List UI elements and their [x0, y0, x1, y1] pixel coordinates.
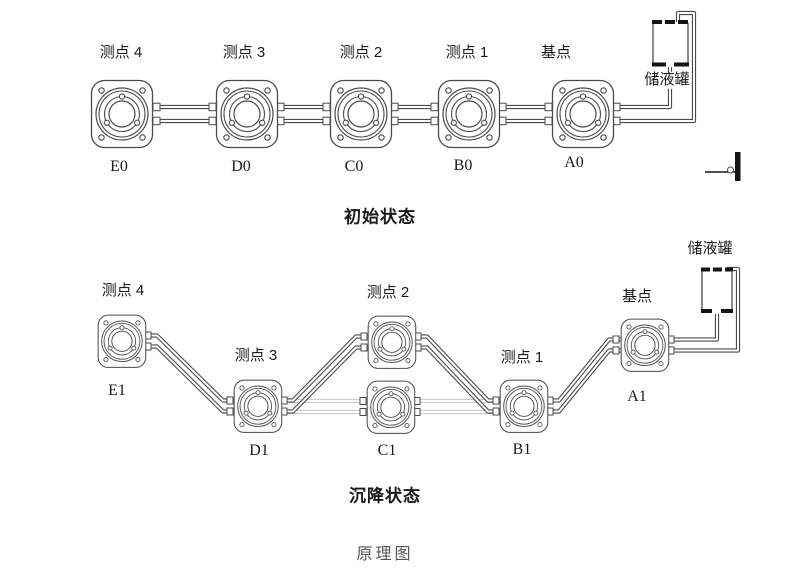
settled-point-2-code: C1 [375, 442, 399, 460]
settled-base-point-code: A1 [625, 388, 649, 406]
sensor-icon-d1 [233, 379, 283, 433]
tube-ports [144, 331, 675, 416]
sensor-icon-c0 [329, 79, 393, 149]
initial-point-1-label: 测点 1 [443, 43, 491, 62]
initial-state-diagram [90, 10, 741, 181]
sensor-icon-e0 [90, 79, 154, 149]
initial-point-4-code: E0 [108, 158, 130, 176]
reservoir-tank-icon-bottom [701, 267, 733, 313]
settled-point-4-code: E1 [106, 382, 128, 400]
sensor-icon-c-upper [367, 315, 417, 369]
initial-base-point-code: A0 [562, 154, 586, 172]
sensor-icon-b0 [437, 79, 501, 149]
sensor-icon-c1 [366, 380, 416, 434]
sensor-icon-a1 [620, 318, 670, 372]
initial-point-1-code: B0 [451, 157, 475, 175]
initial-point-2-label: 测点 2 [337, 43, 385, 62]
settled-point-3-label: 测点 3 [232, 346, 280, 365]
settled-tank-label: 储液罐 [685, 239, 735, 258]
settled-point-3-code: D1 [247, 442, 271, 460]
sensor-icon-b1 [499, 379, 549, 433]
initial-point-3-label: 测点 3 [220, 43, 268, 62]
tube-cores [153, 12, 695, 122]
settled-state-diagram [97, 266, 741, 434]
initial-base-point-label: 基点 [538, 43, 574, 62]
initial-state-caption: 初始状态 [342, 207, 418, 228]
reservoir-tank-icon-top [652, 20, 689, 67]
settled-point-2-label: 测点 2 [364, 283, 412, 302]
initial-point-2-code: C0 [342, 158, 366, 176]
figure-caption: 原理图 [354, 546, 416, 564]
initial-point-3-code: D0 [229, 158, 253, 176]
sensor-icon-d0 [215, 79, 279, 149]
settled-base-point-label: 基点 [619, 287, 655, 306]
settled-point-1-label: 测点 1 [498, 348, 546, 367]
sensor-icon-e1 [97, 314, 147, 368]
settled-point-4-label: 测点 4 [99, 281, 147, 300]
settled-point-1-code: B1 [510, 441, 534, 459]
settled-state-caption: 沉降状态 [347, 486, 423, 507]
initial-point-4-label: 测点 4 [97, 43, 145, 62]
tube-ports [152, 102, 621, 126]
sensor-icon-a0 [551, 79, 615, 149]
benchmark-datum-icon [705, 152, 741, 181]
initial-tank-label: 储液罐 [642, 70, 692, 89]
